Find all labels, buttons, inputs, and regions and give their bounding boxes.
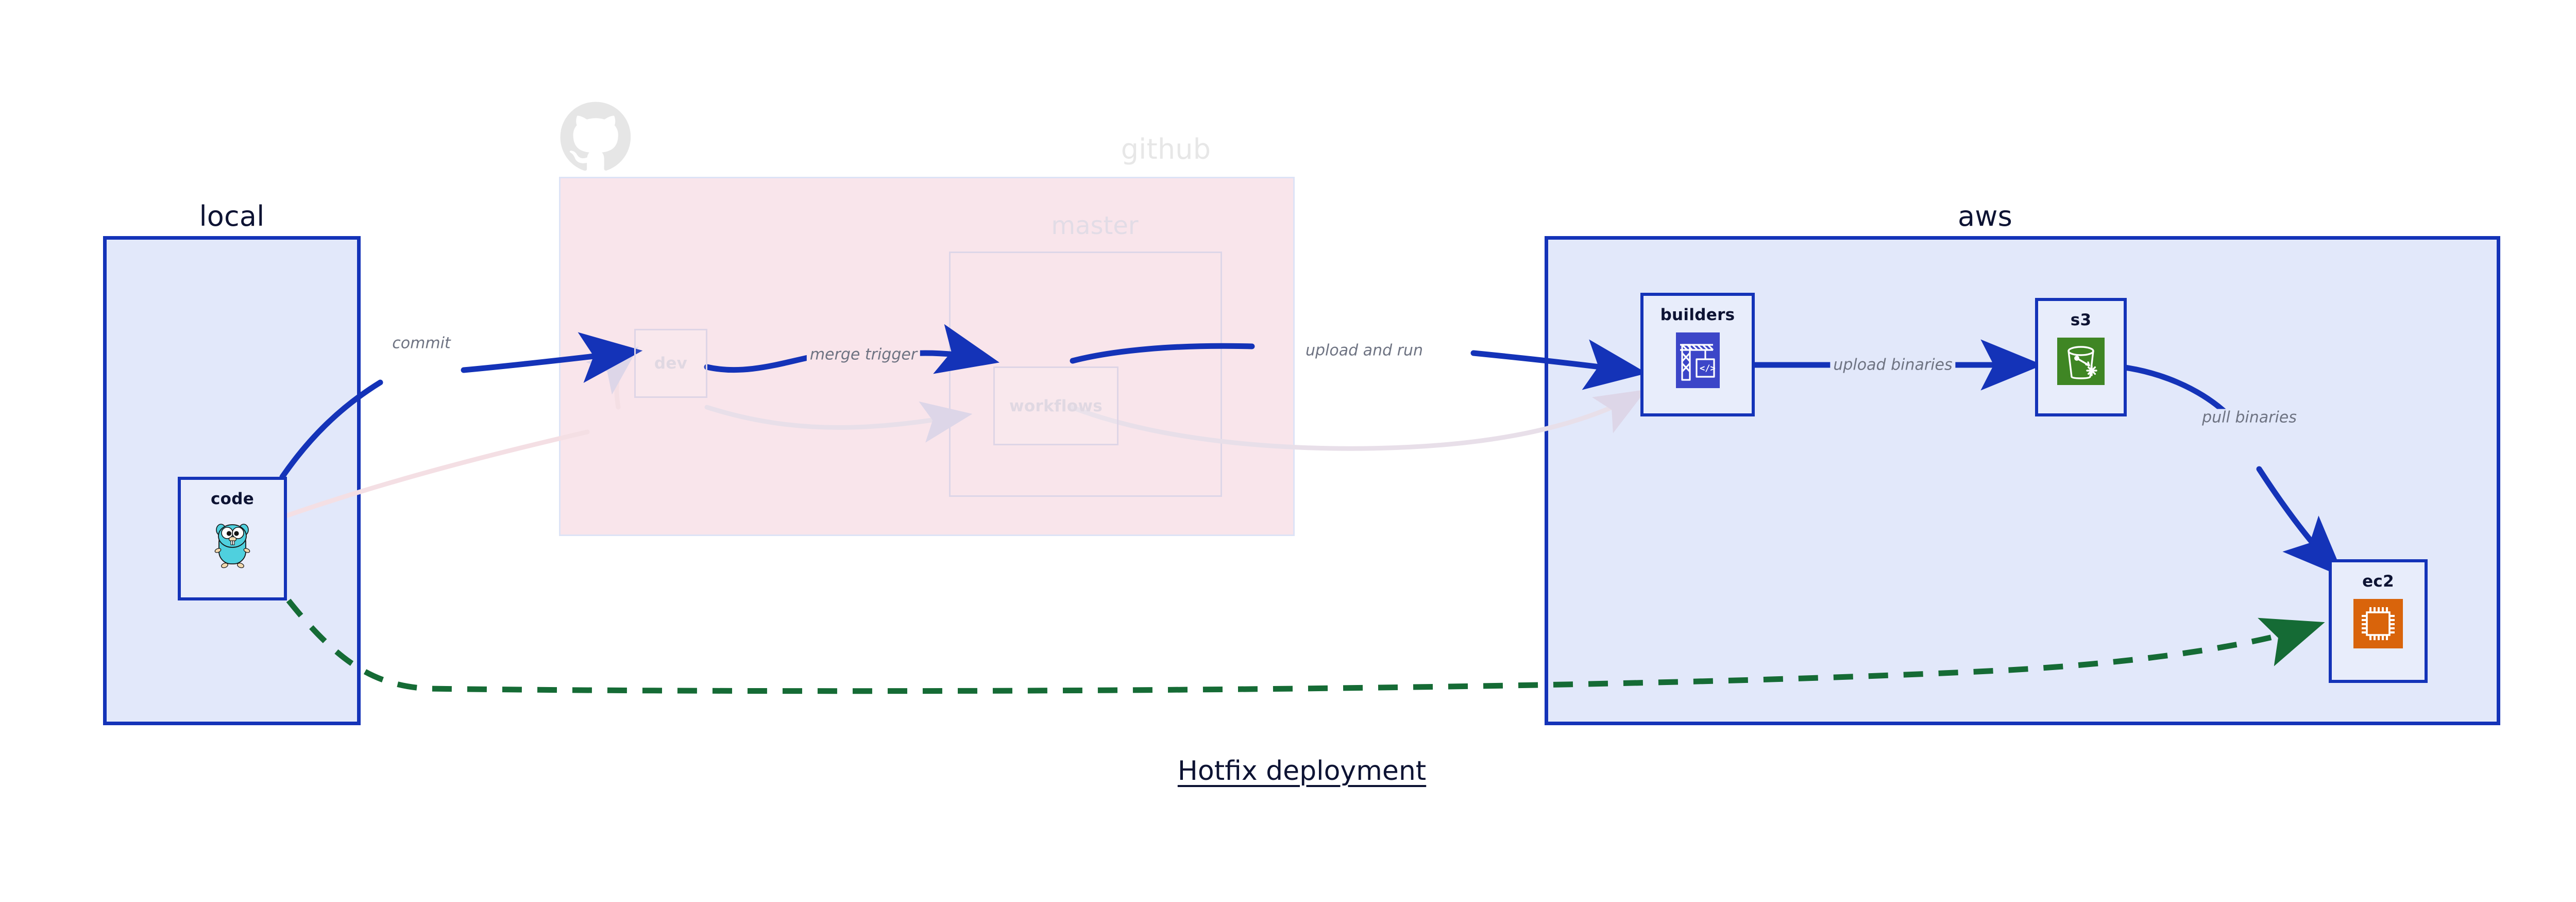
group-label-local: local [199,200,265,232]
node-label-builders: builders [1660,306,1735,324]
node-ec2[interactable]: ec2 [2329,559,2428,683]
edge-label-upload-binaries: upload binaries [1830,356,1956,374]
crane-code-icon: </> [1675,332,1720,388]
group-label-aws: aws [1958,200,2012,232]
node-label-dev: dev [654,354,688,373]
edge-label-merge-trigger: merge trigger [806,346,921,363]
node-builders[interactable]: builders [1640,293,1755,416]
group-label-github: github [1121,133,1211,165]
node-label-s3: s3 [2070,311,2092,329]
s3-bucket-icon [2057,338,2105,385]
node-label-workflows: workflows [1009,396,1103,415]
edge-label-pull-binaries: pull binaries [2199,409,2300,426]
subgroup-label-master: master [1051,211,1139,240]
node-s3[interactable]: s3 [2035,298,2127,416]
cpu-chip-icon [2353,599,2403,648]
node-dev[interactable]: dev [634,329,707,398]
edge-label-commit: commit [389,335,454,352]
edge-label-upload-and-run: upload and run [1302,342,1427,359]
svg-text:</>: </> [1700,363,1716,374]
node-label-code: code [210,490,255,508]
node-code[interactable]: code [178,477,287,600]
node-label-ec2: ec2 [2362,572,2394,591]
go-gopher-icon [214,524,250,569]
node-workflows[interactable]: workflows [993,366,1118,445]
subgroup-master [949,252,1222,497]
diagram-title: Hotfix deployment [1177,756,1427,787]
